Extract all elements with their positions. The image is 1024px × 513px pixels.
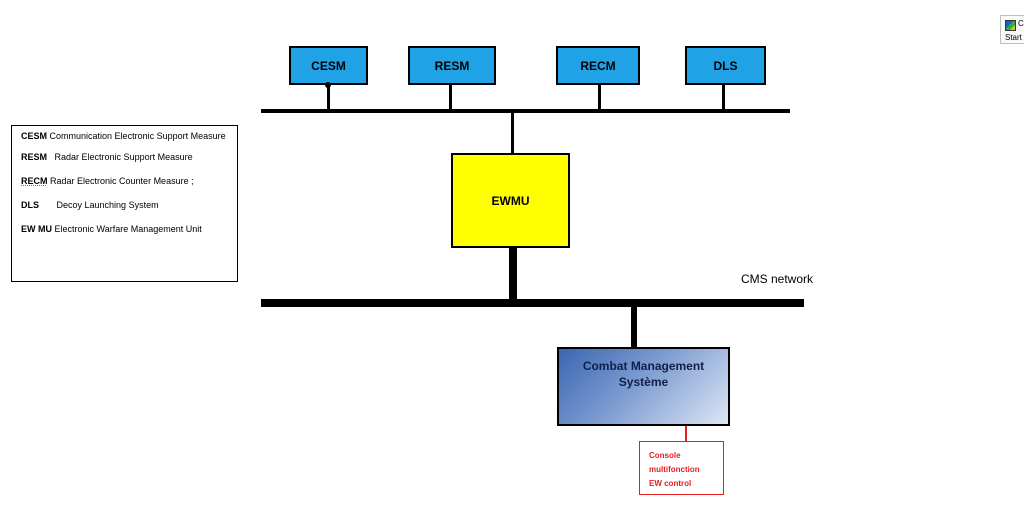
- legend-text-dls: Decoy Launching System: [56, 200, 159, 210]
- resm-box: RESM: [408, 46, 496, 85]
- sensor-bus-to-ewmu-line: [511, 112, 514, 154]
- legend-abbr-cesm: CESM: [21, 131, 48, 141]
- app-icon: [1005, 20, 1016, 31]
- cms-title-line2: Système: [618, 375, 669, 389]
- console-line3: EW control: [649, 479, 692, 488]
- ewmu-label: EWMU: [491, 193, 530, 208]
- legend-item-ewmu: EW MU Electronic Warfare Management Unit: [21, 223, 237, 236]
- legend-text-ewmu: Electronic Warfare Management Unit: [54, 224, 202, 234]
- cesm-connector-dot: [325, 82, 331, 88]
- tray-start: Start: [1005, 33, 1022, 42]
- combat-management-system-box: Combat Management Système: [557, 347, 730, 426]
- recm-connector: [598, 85, 601, 111]
- resm-connector: [449, 85, 452, 111]
- cesm-connector: [327, 85, 330, 111]
- network-to-cms-line: [631, 306, 637, 348]
- cesm-box: CESM: [289, 46, 368, 85]
- legend-abbr-recm: RECM: [21, 176, 48, 186]
- ewmu-to-network-line: [509, 247, 517, 301]
- dls-box: DLS: [685, 46, 766, 85]
- cms-title-line1: Combat Management: [582, 359, 705, 373]
- recm-box: RECM: [556, 46, 640, 85]
- cms-to-console-line: [685, 426, 687, 442]
- legend-item-resm: RESM Radar Electronic Support Measure: [21, 151, 237, 164]
- legend-item-dls: DLS Decoy Launching System: [21, 199, 237, 212]
- legend-text-cesm: Communication Electronic Support Measure: [49, 131, 226, 141]
- legend-text-recm: Radar Electronic Counter Measure ;: [50, 176, 194, 186]
- ewmu-box: EWMU: [451, 153, 570, 248]
- dls-connector: [722, 85, 725, 111]
- legend-abbr-dls: DLS: [21, 200, 39, 210]
- tray-title: C: [1018, 19, 1024, 28]
- resm-label: RESM: [434, 58, 470, 73]
- legend-item-cesm: CESM Communication Electronic Support Me…: [21, 130, 237, 143]
- console-box: Console multifonction EW control: [639, 441, 724, 495]
- cms-network-bus: [261, 299, 804, 307]
- legend-item-recm: RECM Radar Electronic Counter Measure ;: [21, 175, 237, 188]
- legend-abbr-resm: RESM: [21, 152, 48, 162]
- cesm-label: CESM: [311, 58, 346, 73]
- legend-abbr-ewmu: EW MU: [21, 224, 52, 234]
- console-line2: multifonction: [649, 465, 700, 474]
- sensor-bus: [261, 109, 790, 113]
- legend-box: CESM Communication Electronic Support Me…: [11, 125, 238, 282]
- cms-network-label: CMS network: [741, 272, 814, 286]
- legend-text-resm: Radar Electronic Support Measure: [54, 152, 193, 162]
- console-line1: Console: [649, 451, 681, 460]
- recm-label: RECM: [580, 58, 616, 73]
- tray-popup[interactable]: C Start: [1000, 15, 1024, 44]
- dls-label: DLS: [713, 58, 738, 73]
